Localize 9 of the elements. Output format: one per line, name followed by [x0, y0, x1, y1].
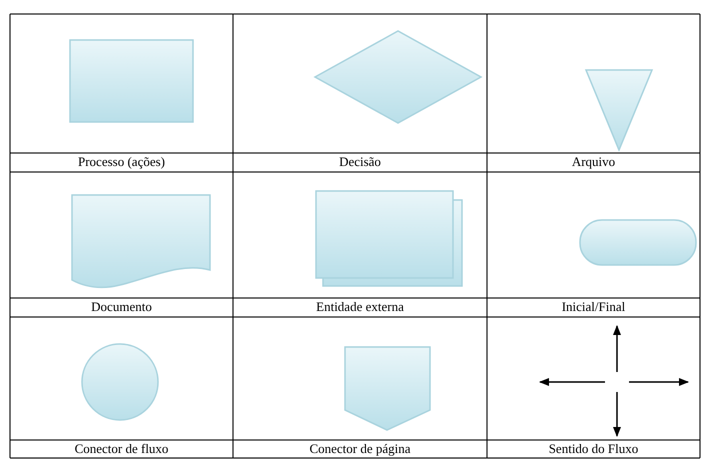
symbol-caption: Conector de página	[308, 440, 412, 458]
symbol-caption: Arquivo	[570, 153, 616, 171]
symbol-caption: Processo (ações)	[77, 153, 166, 171]
symbol-caption: Documento	[90, 298, 153, 316]
symbol-caption: Sentido do Fluxo	[548, 440, 640, 458]
symbol-caption: Entidade externa	[315, 298, 405, 316]
symbol-caption: Inicial/Final	[560, 298, 626, 316]
symbol-caption: Decisão	[338, 153, 382, 171]
symbol-caption: Conector de fluxo	[74, 440, 170, 458]
